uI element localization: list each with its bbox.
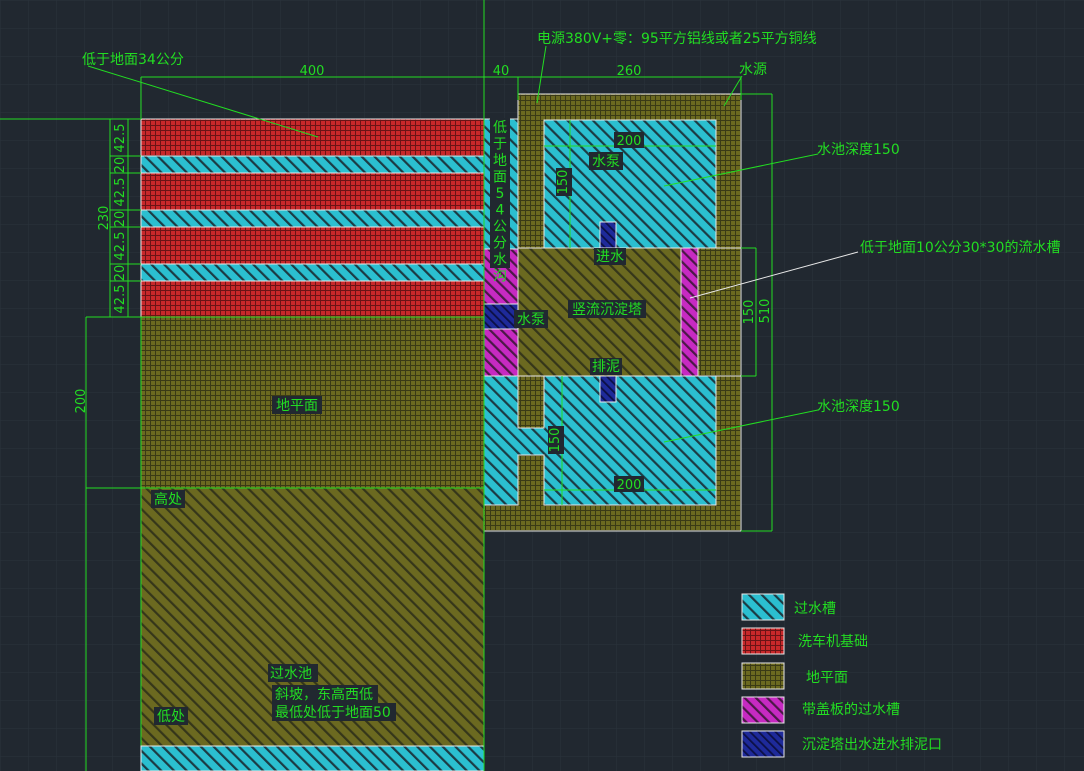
dim-gap-1: 20 — [113, 157, 128, 174]
note-below-ground-34: 低于地面34公分 — [82, 52, 184, 68]
wash-machine-foundation — [140, 118, 485, 318]
legend-label-magenta: 带盖板的过水槽 — [802, 702, 900, 718]
label-sludge-outlet: 排泥 — [592, 359, 620, 375]
note-water-source: 水源 — [739, 62, 767, 78]
note-pool-depth-top: 水池深度150 — [817, 142, 900, 158]
label-inlet: 进水 — [596, 249, 624, 265]
legend-label-red: 洗车机基础 — [798, 633, 868, 650]
label-filter-pool-title: 过水池 — [270, 666, 312, 682]
foundation-strip-3 — [140, 226, 485, 265]
leader-line-gutter — [689, 251, 859, 299]
dimension-text: 400 40 260 230 42.5 20 42.5 20 42.5 20 4… — [74, 64, 773, 413]
legend-label-olive: 地平面 — [806, 670, 848, 686]
dim-height-230: 230 — [97, 206, 112, 231]
label-low-point: 低处 — [157, 709, 185, 725]
label-filter-pool-slope: 斜坡，东高西低 — [275, 686, 373, 703]
foundation-strip-4 — [140, 280, 485, 318]
legend-swatch-navy — [741, 730, 785, 758]
sludge-port — [599, 375, 617, 403]
bottom-pool — [483, 375, 717, 506]
label-pump-top: 水泵 — [592, 154, 620, 170]
leader-lines — [87, 45, 819, 443]
dim-strip-2: 42.5 — [113, 178, 128, 207]
foundation-strip-2 — [140, 172, 485, 211]
dim-width-400: 400 — [300, 64, 325, 79]
label-filter-pool-lowest: 最低处低于地面50 — [275, 705, 391, 721]
gutter-strip-2 — [140, 209, 485, 228]
area-labels: 水泵 进水 水泵 竖流沉淀塔 排泥 地平面 高处 低处 过水池 斜坡，东高西低 … — [151, 152, 646, 725]
legend: 过水槽 洗车机基础 地平面 带盖板的过水槽 沉淀塔出水进水排泥口 — [741, 593, 942, 758]
label-high-point: 高处 — [154, 491, 182, 508]
dim-height-200: 200 — [74, 389, 89, 414]
legend-swatch-cyan — [741, 593, 785, 621]
dim-total-510: 510 — [758, 299, 773, 324]
foundation-strip-1 — [140, 118, 485, 157]
dim-width-40: 40 — [493, 64, 510, 79]
dim-width-260: 260 — [617, 64, 642, 79]
annotations: 低于地面34公分 电源380V+零：95平方铝线或者25平方铜线 水源 水池深度… — [82, 31, 1060, 415]
dim-gap-2: 20 — [113, 211, 128, 228]
legend-swatch-red — [741, 627, 785, 655]
legend-label-navy: 沉淀塔出水进水排泥口 — [802, 737, 942, 753]
legend-label-cyan: 过水槽 — [794, 601, 836, 617]
side-pump-inlet — [483, 303, 519, 330]
dim-strip-1: 42.5 — [113, 124, 128, 153]
dim-strip-4: 42.5 — [113, 285, 128, 314]
dim-gap-3: 20 — [113, 265, 128, 282]
note-pool-depth-bottom: 水池深度150 — [817, 399, 900, 415]
legend-swatch-olive — [741, 662, 785, 690]
covered-gutter-lower — [483, 328, 519, 377]
filter-pool-bottom-gutter — [140, 745, 485, 771]
dim-tower-150: 150 — [742, 300, 757, 325]
label-settling-tower: 竖流沉淀塔 — [572, 302, 642, 318]
label-pump-side: 水泵 — [517, 312, 545, 328]
gutter-strip-3 — [140, 263, 485, 282]
dim-top-pool-depth: 150 — [556, 170, 571, 195]
gutter-strip-1 — [140, 155, 485, 174]
note-gutter-30x30: 低于地面10公分30*30的流水槽 — [860, 240, 1060, 256]
covered-gutter-right — [680, 247, 699, 377]
dim-bottom-pool-width: 200 — [617, 478, 642, 493]
dim-top-pool-width: 200 — [617, 134, 642, 149]
pool-dimension-labels: 200 150 150 200 — [548, 132, 644, 493]
legend-swatch-magenta — [741, 696, 785, 724]
label-ground-level: 地平面 — [276, 398, 318, 414]
dim-strip-3: 42.5 — [113, 232, 128, 261]
inlet-port — [599, 221, 617, 251]
dim-bottom-pool-depth: 150 — [548, 428, 563, 453]
note-power-supply: 电源380V+零：95平方铝线或者25平方铜线 — [537, 31, 817, 47]
